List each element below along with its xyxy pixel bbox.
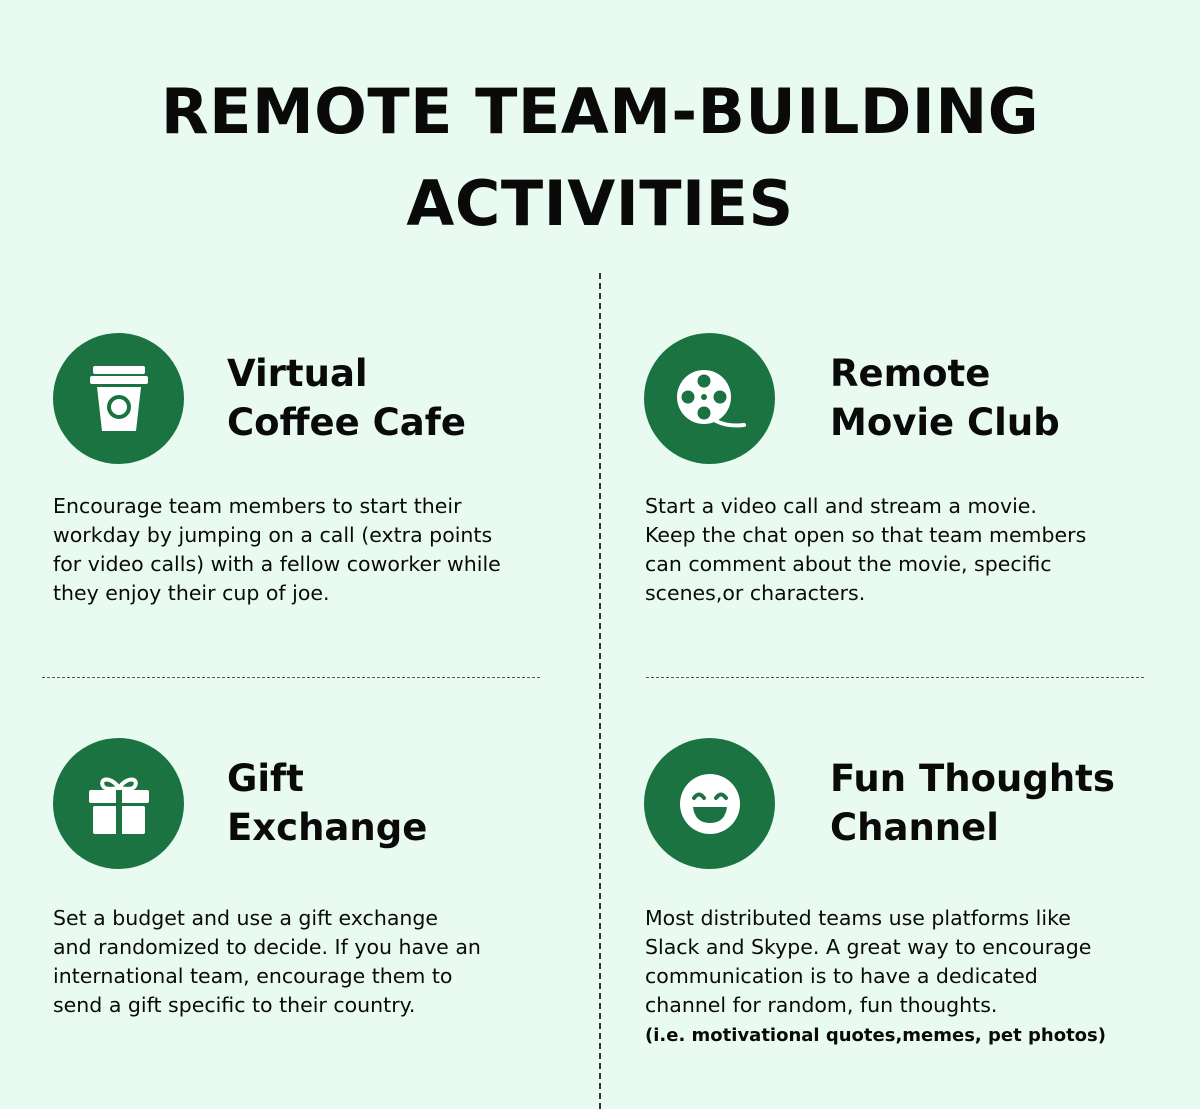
coffee-icon-badge [53, 333, 184, 464]
activity-description-coffee: Encourage team members to start their wo… [53, 494, 501, 605]
activity-description-movie: Start a video call and stream a movie. K… [645, 494, 1087, 605]
film-reel-icon [676, 369, 746, 427]
smiley-icon-badge [644, 738, 775, 869]
page-title: REMOTE TEAM-BUILDING ACTIVITIES [0, 66, 1200, 250]
horizontal-divider-right [646, 677, 1144, 678]
horizontal-divider-left [42, 677, 540, 678]
smiley-face-icon [679, 773, 740, 834]
page-title-line-1: REMOTE TEAM-BUILDING [160, 75, 1040, 148]
activity-title-gift: Gift Exchange [227, 757, 428, 849]
coffee-cup-icon [89, 365, 148, 431]
gift-box-icon [88, 777, 149, 834]
activity-title-movie: Remote Movie Club [830, 352, 1060, 444]
activity-title-coffee: Virtual Coffee Cafe [227, 352, 466, 444]
activity-title-fun-thoughts: Fun Thoughts Channel [830, 757, 1115, 849]
activity-description-fun-thoughts: Most distributed teams use platforms lik… [645, 904, 1106, 1051]
movie-icon-badge [644, 333, 775, 464]
page-title-line-2: ACTIVITIES [406, 167, 794, 240]
vertical-divider [599, 273, 601, 1109]
activity-description-gift: Set a budget and use a gift exchange and… [53, 906, 481, 1017]
activity-note-fun-thoughts: (i.e. motivational quotes,memes, pet pho… [645, 1025, 1106, 1046]
gift-icon-badge [53, 738, 184, 869]
